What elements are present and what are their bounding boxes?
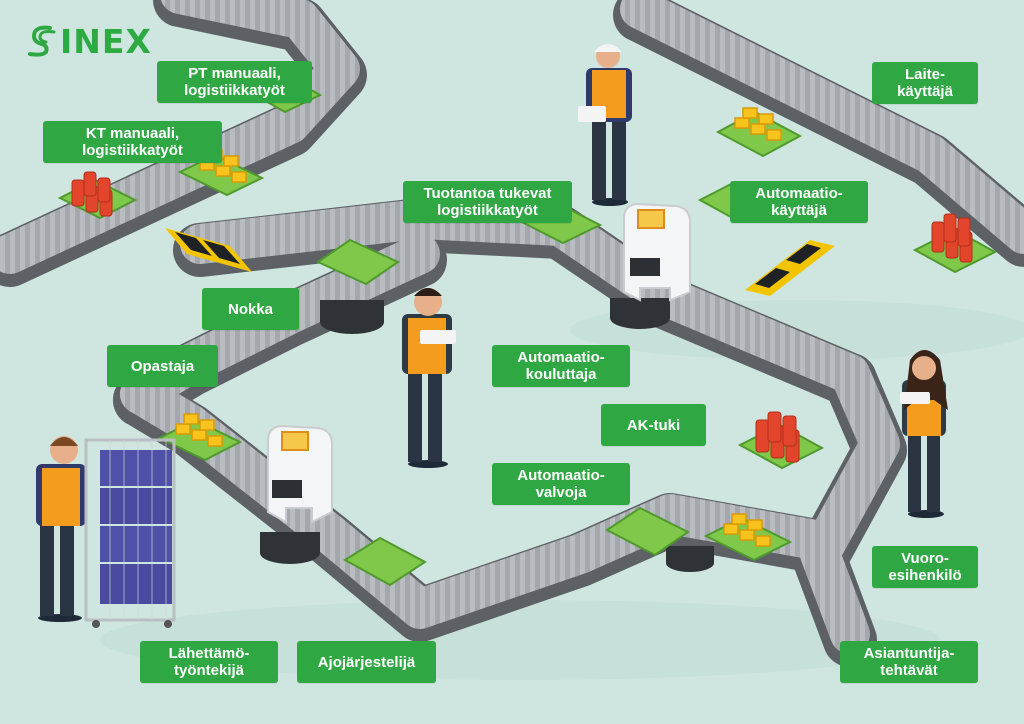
role-label-line: Automaatio- xyxy=(517,467,605,484)
red-barrel-stacks xyxy=(57,171,998,470)
role-label-laitekayttaja: Laite-käyttäjä xyxy=(872,62,978,104)
role-label-line: logistiikkatyöt xyxy=(437,202,538,219)
role-label-line: tehtävät xyxy=(880,662,938,679)
role-label-automaatiokouluttaja: Automaatio-kouluttaja xyxy=(492,345,630,387)
role-label-nokka: Nokka xyxy=(202,288,299,330)
role-label-ak-tuki: AK-tuki xyxy=(601,404,706,446)
inex-logo-icon xyxy=(28,25,56,57)
role-label-line: Tuotantoa tukevat xyxy=(423,185,552,202)
role-label-automaatiokayttaja: Automaatio-käyttäjä xyxy=(730,181,868,223)
autonomous-robot-upper xyxy=(623,202,691,302)
brand-logo: INEX xyxy=(26,24,152,58)
role-label-line: valvoja xyxy=(535,484,587,501)
roll-cage-cart xyxy=(84,438,176,628)
role-label-kt-manuaali: KT manuaali,logistiikkatyöt xyxy=(43,121,222,163)
role-label-line: Automaatio- xyxy=(517,349,605,366)
role-label-line: Vuoro- xyxy=(901,550,949,567)
role-label-line: AK-tuki xyxy=(626,416,681,434)
worker-woman-tablet xyxy=(900,350,948,518)
autonomous-robot-lower xyxy=(267,424,333,524)
role-label-line: esihenkilö xyxy=(888,567,962,584)
role-label-line: logistiikkatyöt xyxy=(82,142,183,159)
role-label-automaatiovalvoja: Automaatio-valvoja xyxy=(492,463,630,505)
chevron-warning-sign-right xyxy=(745,240,835,296)
role-label-line: KT manuaali, xyxy=(85,125,180,142)
role-label-line: Asiantuntija- xyxy=(863,645,955,662)
role-label-line: Opastaja xyxy=(130,357,195,375)
role-label-line: Automaatio- xyxy=(755,185,843,202)
brand-name: INEX xyxy=(60,21,152,61)
role-label-pt-manuaali: PT manuaali,logistiikkatyöt xyxy=(157,61,312,103)
role-label-line: työntekijä xyxy=(173,662,245,679)
role-label-line: PT manuaali, xyxy=(188,65,281,82)
role-label-line: Nokka xyxy=(227,300,274,318)
role-label-line: kouluttaja xyxy=(525,366,597,383)
chevron-warning-sign-left xyxy=(165,228,252,272)
role-label-line: logistiikkatyöt xyxy=(184,82,285,99)
role-label-line: käyttäjä xyxy=(897,83,953,100)
role-label-ajojarjestelija: Ajojärjestelijä xyxy=(297,641,436,683)
conveyor-pillars xyxy=(260,298,714,572)
role-label-line: Ajojärjestelijä xyxy=(317,653,416,671)
worker-center-tablet xyxy=(402,288,456,468)
yellow-box-stacks xyxy=(157,107,803,562)
role-label-vuoroesihenkilo: Vuoro-esihenkilö xyxy=(872,546,978,588)
role-label-line: käyttäjä xyxy=(771,202,827,219)
worker-with-cart xyxy=(36,436,86,622)
worker-hardhat-tablet xyxy=(578,44,632,206)
role-label-opastaja: Opastaja xyxy=(107,345,218,387)
role-label-asiantuntijatehtavat: Asiantuntija-tehtävät xyxy=(840,641,978,683)
role-label-line: Lähettämö- xyxy=(168,645,250,662)
role-label-line: Laite- xyxy=(904,66,945,83)
role-label-lahettamotyontekija: Lähettämö-työntekijä xyxy=(140,641,278,683)
